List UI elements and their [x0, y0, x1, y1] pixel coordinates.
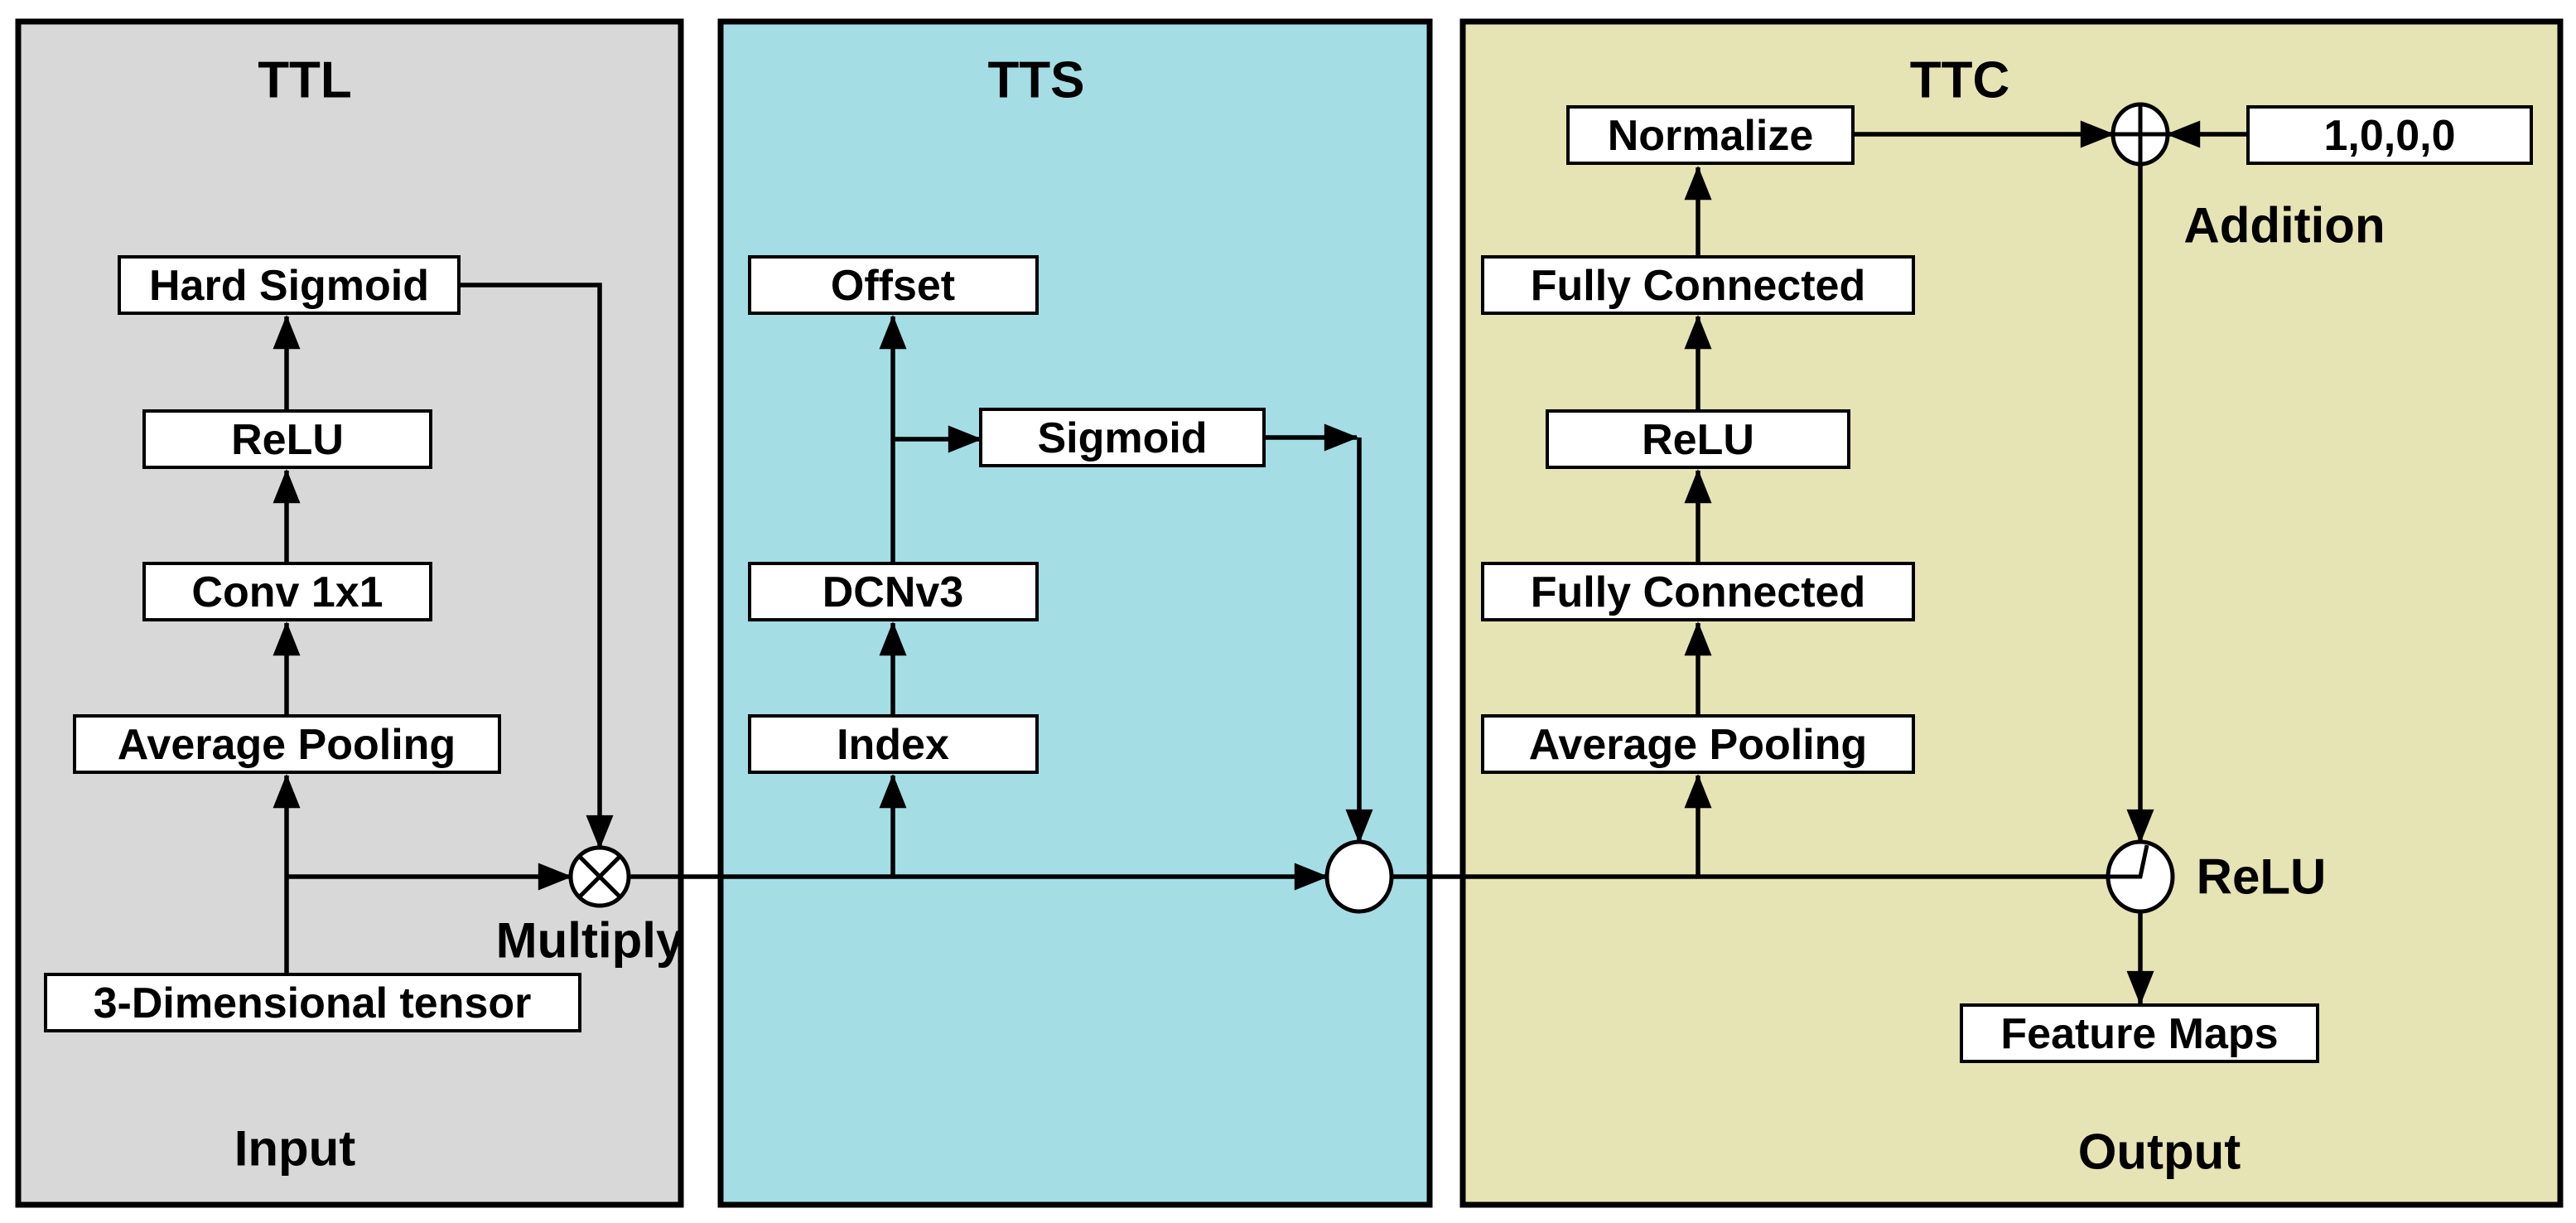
node-label: 1,0,0,0: [2323, 112, 2455, 160]
junction-icon: [1324, 839, 1394, 914]
node-dcnv3: DCNv3: [748, 562, 1039, 621]
label-multiply: Multiply: [496, 913, 684, 969]
panel-title-ttc: TTC: [1910, 52, 2010, 109]
node-box: [748, 714, 1039, 774]
node-average-pooling-ttl: Average Pooling: [73, 714, 501, 774]
node-label: ReLU: [231, 416, 344, 464]
node-label: Hard Sigmoid: [149, 262, 429, 310]
panel-title-tts: TTS: [987, 52, 1084, 109]
multiply-icon: [568, 845, 631, 908]
node-box: [979, 408, 1266, 467]
node-box: [1566, 105, 1855, 165]
label-addition: Addition: [2183, 198, 2385, 254]
node-label: DCNv3: [822, 568, 964, 616]
node-relu-ttl: ReLU: [142, 409, 432, 469]
node-average-pooling-ttc: Average Pooling: [1481, 714, 1915, 774]
node-box: [1960, 1003, 2319, 1063]
node-offset: Offset: [748, 255, 1039, 315]
relu-icon: [2106, 839, 2175, 914]
node-label: Index: [837, 721, 949, 769]
label-relu-op: ReLU: [2197, 849, 2327, 905]
node-label: Offset: [831, 262, 955, 310]
addition-icon: [2110, 102, 2170, 167]
node-box: [2246, 105, 2533, 165]
label-input: Input: [234, 1121, 356, 1177]
node-box: [44, 973, 581, 1032]
node-box: [1481, 714, 1915, 774]
node-box: [142, 562, 432, 621]
node-conv-1x1: Conv 1x1: [142, 562, 432, 621]
panel-title-ttl: TTL: [258, 52, 352, 109]
node-box: [118, 255, 461, 315]
node-label: Fully Connected: [1531, 568, 1865, 616]
node-box: [1546, 409, 1850, 469]
node-box: [1481, 255, 1915, 315]
edge-hardsigmoid-to-multiply: [459, 283, 614, 850]
node-box: [73, 714, 501, 774]
node-box: [142, 409, 432, 469]
node-label: Average Pooling: [1529, 721, 1867, 769]
node-fully-connected-top: Fully Connected: [1481, 255, 1915, 315]
node-relu-ttc: ReLU: [1546, 409, 1850, 469]
node-normalize: Normalize: [1566, 105, 1855, 165]
node-label: 3-Dimensional tensor: [94, 979, 532, 1027]
node-3d-tensor: 3-Dimensional tensor: [44, 973, 581, 1032]
node-label: Average Pooling: [118, 721, 456, 769]
node-label: ReLU: [1642, 416, 1754, 464]
label-output: Output: [2078, 1124, 2241, 1180]
node-index: Index: [748, 714, 1039, 774]
node-hard-sigmoid: Hard Sigmoid: [118, 255, 461, 315]
node-label: Normalize: [1608, 112, 1814, 160]
node-label: Fully Connected: [1531, 262, 1865, 310]
node-label: Sigmoid: [1037, 414, 1207, 462]
node-fully-connected-bottom: Fully Connected: [1481, 562, 1915, 621]
node-constant-1000: 1,0,0,0: [2246, 105, 2533, 165]
node-box: [1481, 562, 1915, 621]
node-feature-maps: Feature Maps: [1960, 1003, 2319, 1063]
node-box: [748, 255, 1039, 315]
node-label: Conv 1x1: [191, 568, 383, 616]
node-sigmoid: Sigmoid: [979, 408, 1266, 467]
node-box: [748, 562, 1039, 621]
node-label: Feature Maps: [2000, 1010, 2278, 1058]
